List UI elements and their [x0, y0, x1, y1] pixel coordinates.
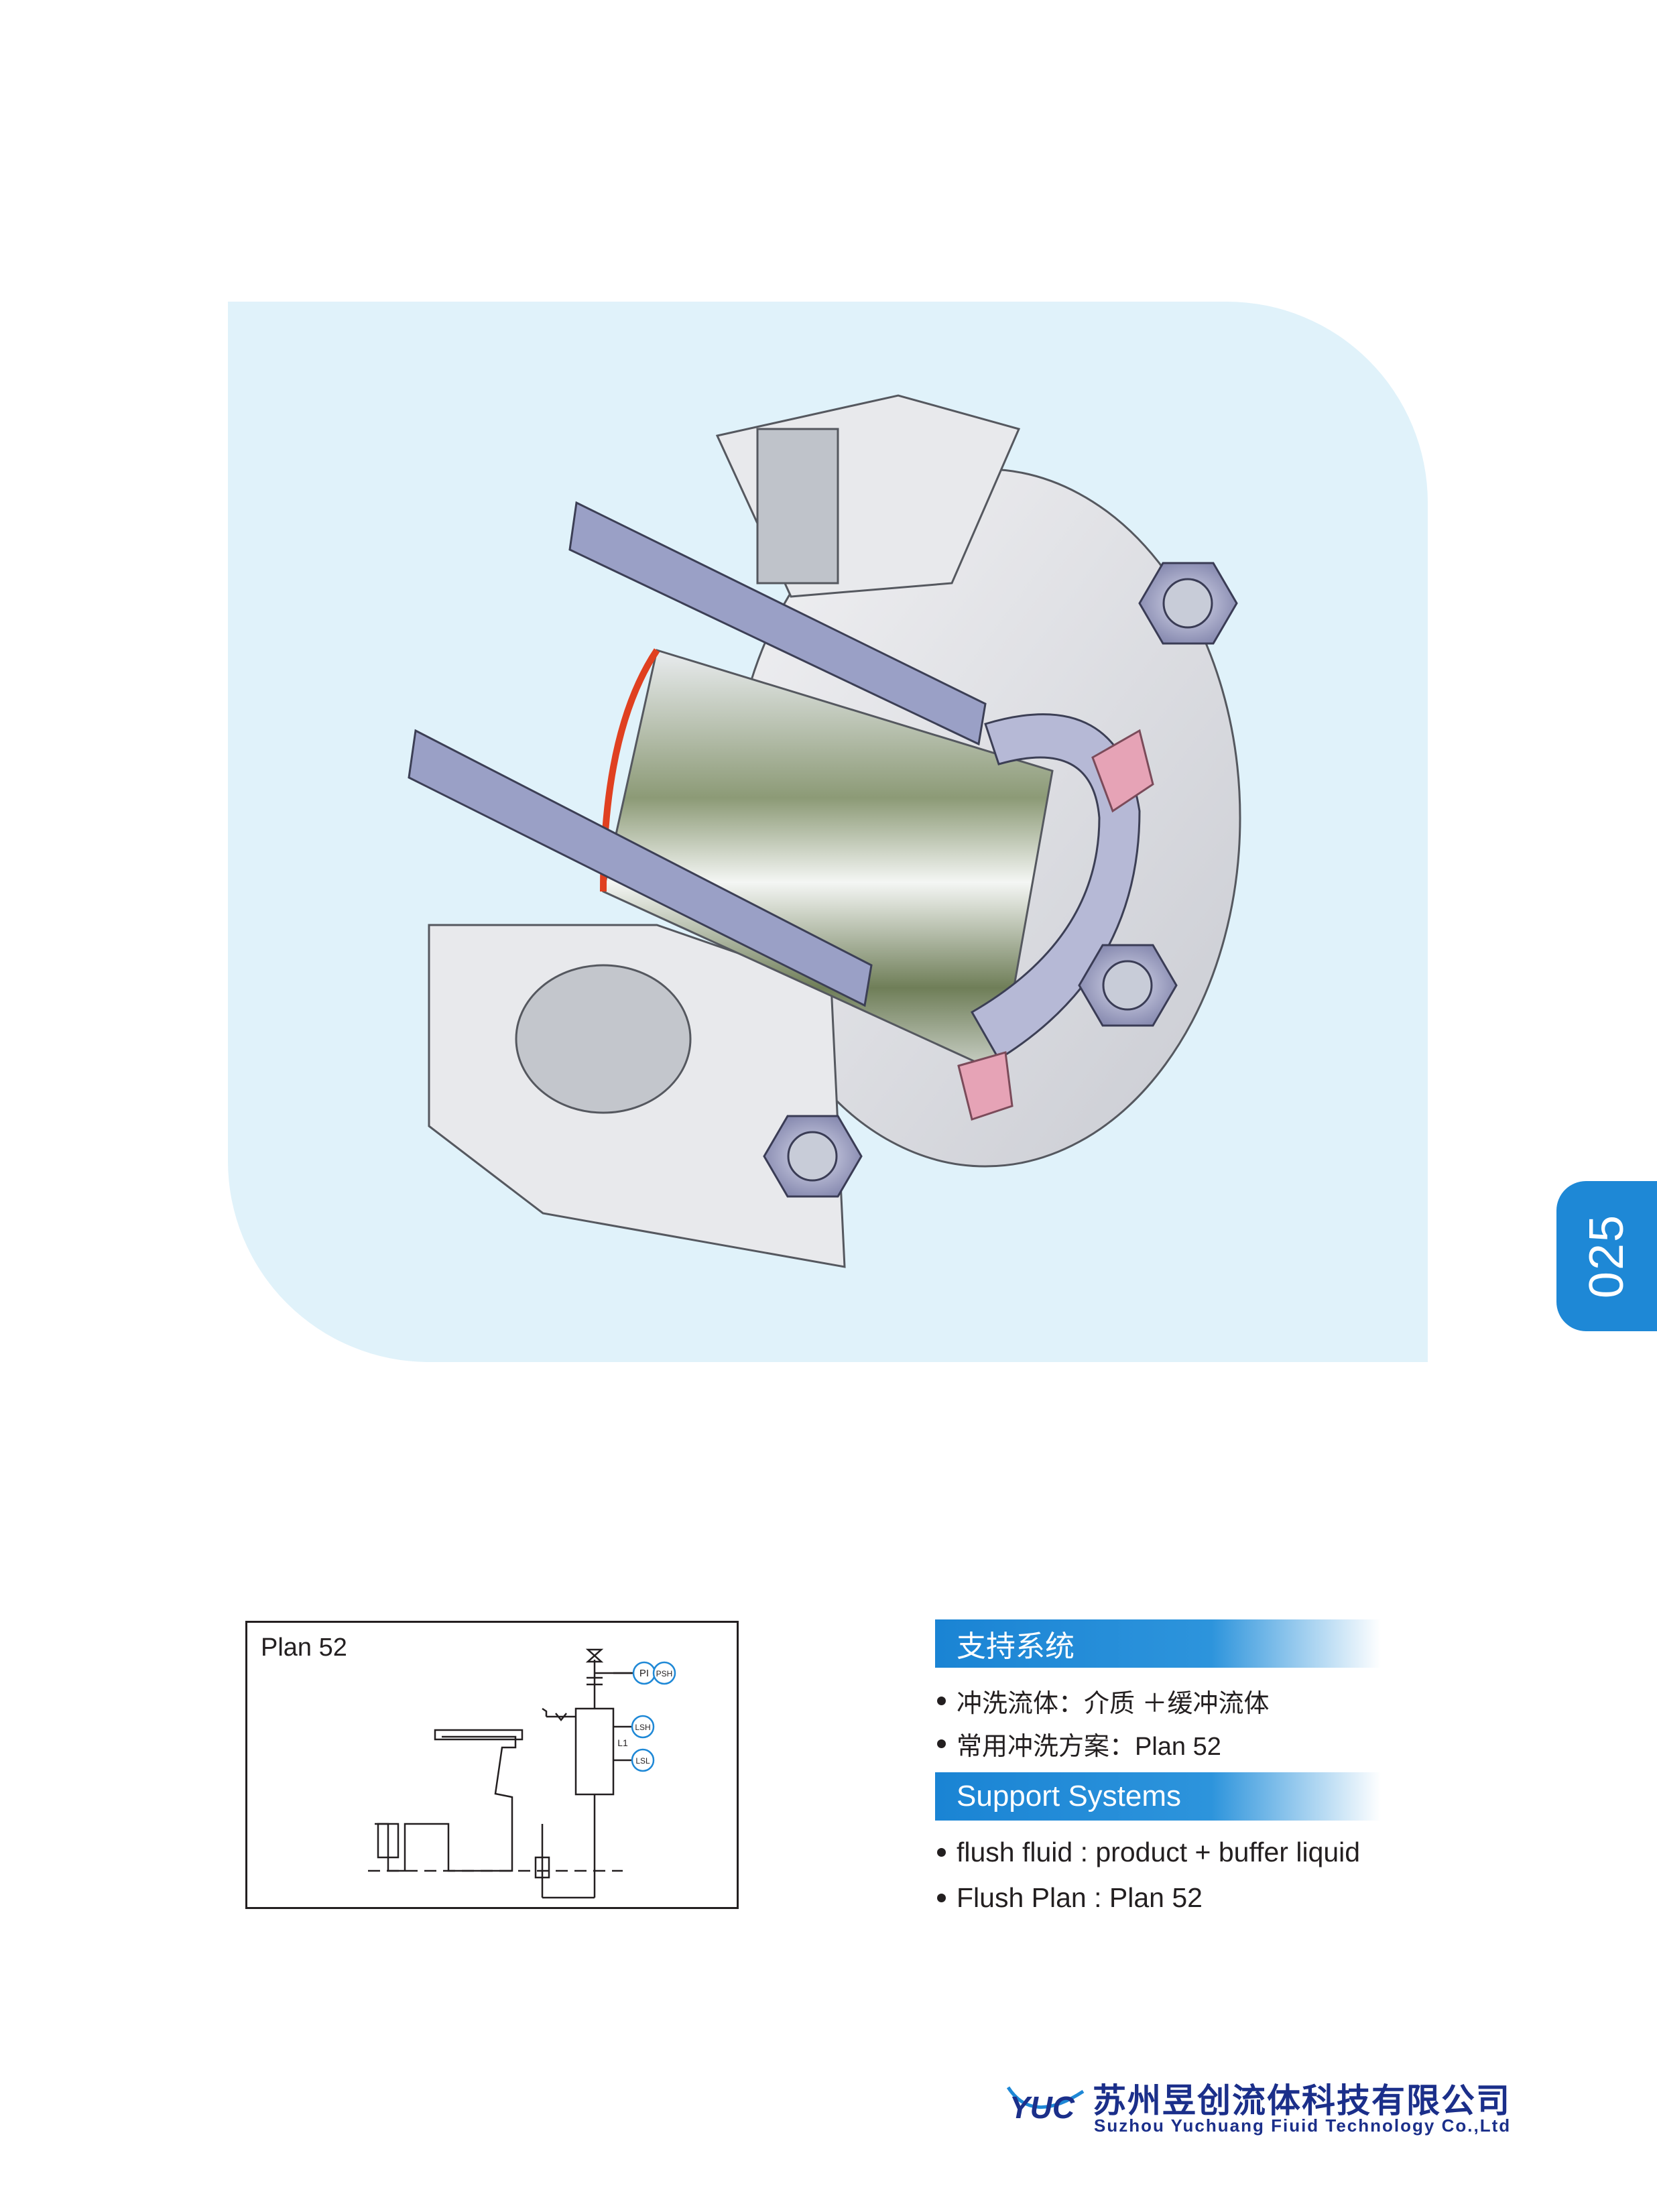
- support-en-item-2: Flush Plan : Plan 52: [937, 1882, 1203, 1914]
- hero-panel: [228, 302, 1428, 1362]
- support-cn-item-1-text: 冲洗流体：介质 ＋缓冲流体: [957, 1690, 1270, 1718]
- upper-port: [756, 428, 839, 585]
- support-cn-header: 支持系统: [935, 1619, 1381, 1668]
- yuc-logo-mark: YUC: [1006, 2086, 1085, 2125]
- support-cn-item-1: 冲洗流体：介质 ＋缓冲流体: [937, 1682, 1270, 1719]
- lower-port: [515, 964, 692, 1114]
- support-en-item-1: flush fluid : product + buffer liquid: [937, 1837, 1360, 1868]
- bullet-icon: [937, 1697, 946, 1705]
- bullet-icon: [937, 1848, 946, 1857]
- support-en-header: Support Systems: [935, 1772, 1381, 1821]
- psh-label: PSH: [656, 1669, 673, 1678]
- hex-nut-middle: [1078, 944, 1178, 1027]
- plan-52-schematic: PI PSH LSH LSL L1: [368, 1648, 676, 1899]
- bullet-icon: [937, 1894, 946, 1902]
- support-cn-item-2-text: 常用冲洗方案：Plan 52: [957, 1733, 1221, 1761]
- company-name-en: Suzhou Yuchuang Fiuid Technology Co.,Ltd: [1094, 2115, 1512, 2136]
- company-logo: YUC 苏州昱创流体科技有限公司 Suzhou Yuchuang Fiuid T…: [1005, 2071, 1510, 2152]
- pink-clip-top: [1091, 729, 1154, 813]
- lsh-switch-icon: [631, 1715, 655, 1739]
- plan-diagram-title: Plan 52: [261, 1634, 347, 1662]
- lsl-switch-icon: [631, 1748, 655, 1772]
- hex-nut-top: [1138, 562, 1238, 645]
- support-en-header-text: Support Systems: [957, 1780, 1182, 1812]
- lsl-label: LSL: [635, 1756, 650, 1766]
- support-en-item-1-text: flush fluid : product + buffer liquid: [957, 1837, 1361, 1867]
- bullet-icon: [937, 1739, 946, 1748]
- lsh-label: LSH: [635, 1723, 650, 1732]
- pink-clip-bottom: [957, 1051, 1014, 1121]
- flow-orifice: [534, 1856, 550, 1879]
- buffer-reservoir: [574, 1707, 615, 1796]
- upper-seal-cartridge: [568, 501, 987, 746]
- pump-casing: [375, 1735, 517, 1872]
- support-en-item-2-text: Flush Plan : Plan 52: [957, 1882, 1203, 1913]
- svg-text:YUC: YUC: [1009, 2090, 1075, 2125]
- pi-label: PI: [639, 1668, 649, 1679]
- company-name-cn: 苏州昱创流体科技有限公司: [1093, 2081, 1511, 2120]
- plan-diagram: Plan 52: [245, 1621, 739, 1909]
- mechanical-seal-illustration: [408, 394, 1241, 1268]
- page-number-tab: 025: [1556, 1181, 1657, 1331]
- support-cn-header-text: 支持系统: [957, 1630, 1075, 1663]
- support-cn-item-2: 常用冲洗方案：Plan 52: [937, 1725, 1221, 1762]
- lower-seal-cartridge: [408, 729, 873, 1007]
- pump-motor: [377, 1823, 400, 1859]
- pump-flange: [434, 1729, 524, 1741]
- psh-switch-icon: [652, 1661, 676, 1685]
- page-number: 025: [1580, 1213, 1634, 1299]
- hex-nut-bottom: [763, 1115, 863, 1198]
- l1-label: L1: [617, 1737, 628, 1748]
